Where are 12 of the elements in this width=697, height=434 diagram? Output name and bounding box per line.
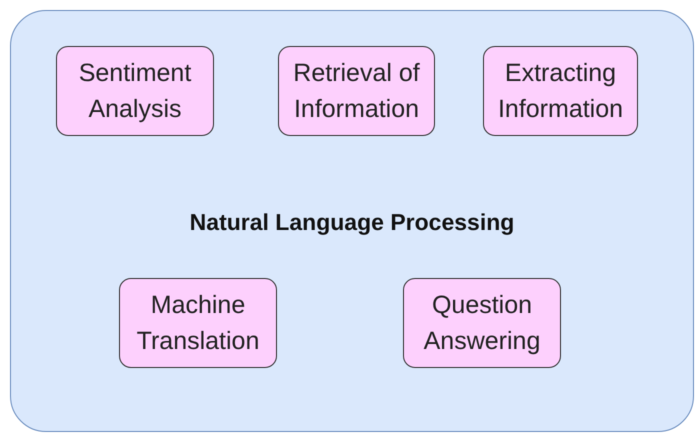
group-panel xyxy=(10,10,694,432)
process-box xyxy=(278,46,435,136)
process-box xyxy=(483,46,638,136)
process-box xyxy=(119,278,277,368)
box-label: Sentiment Analysis xyxy=(78,58,192,125)
process-box xyxy=(403,278,561,368)
box-label: Retrieval of Information xyxy=(292,58,421,125)
group-title: Natural Language Processing xyxy=(190,209,514,236)
process-box xyxy=(56,46,214,136)
box-label: Machine Translation xyxy=(136,290,260,357)
box-label: Extracting Information xyxy=(496,58,624,125)
box-label: Question Answering xyxy=(422,290,542,357)
